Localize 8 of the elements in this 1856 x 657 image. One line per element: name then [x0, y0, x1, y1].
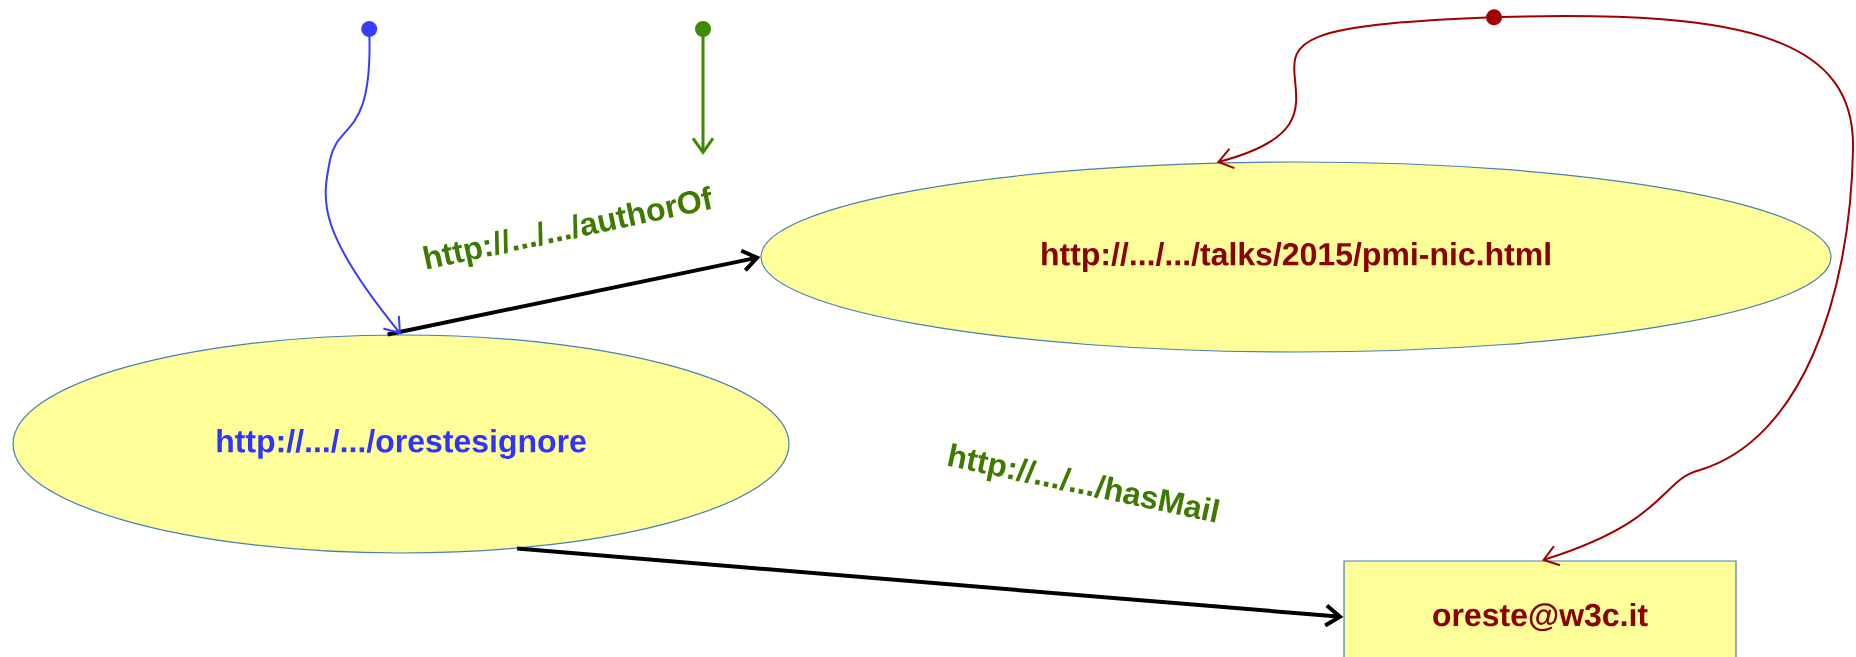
rectangle-node: oreste@w3c.it — [1343, 560, 1737, 657]
arrow — [517, 546, 1344, 628]
ellipse-node: http://.../.../orestesignore — [12, 334, 790, 554]
arrow — [387, 248, 761, 337]
leader-line — [1501, 15, 1854, 567]
leader-line — [324, 21, 401, 335]
ellipse-node: http://.../.../talks/2015/pmi-nic.html — [760, 161, 1832, 353]
leader-line — [1216, 9, 1502, 170]
